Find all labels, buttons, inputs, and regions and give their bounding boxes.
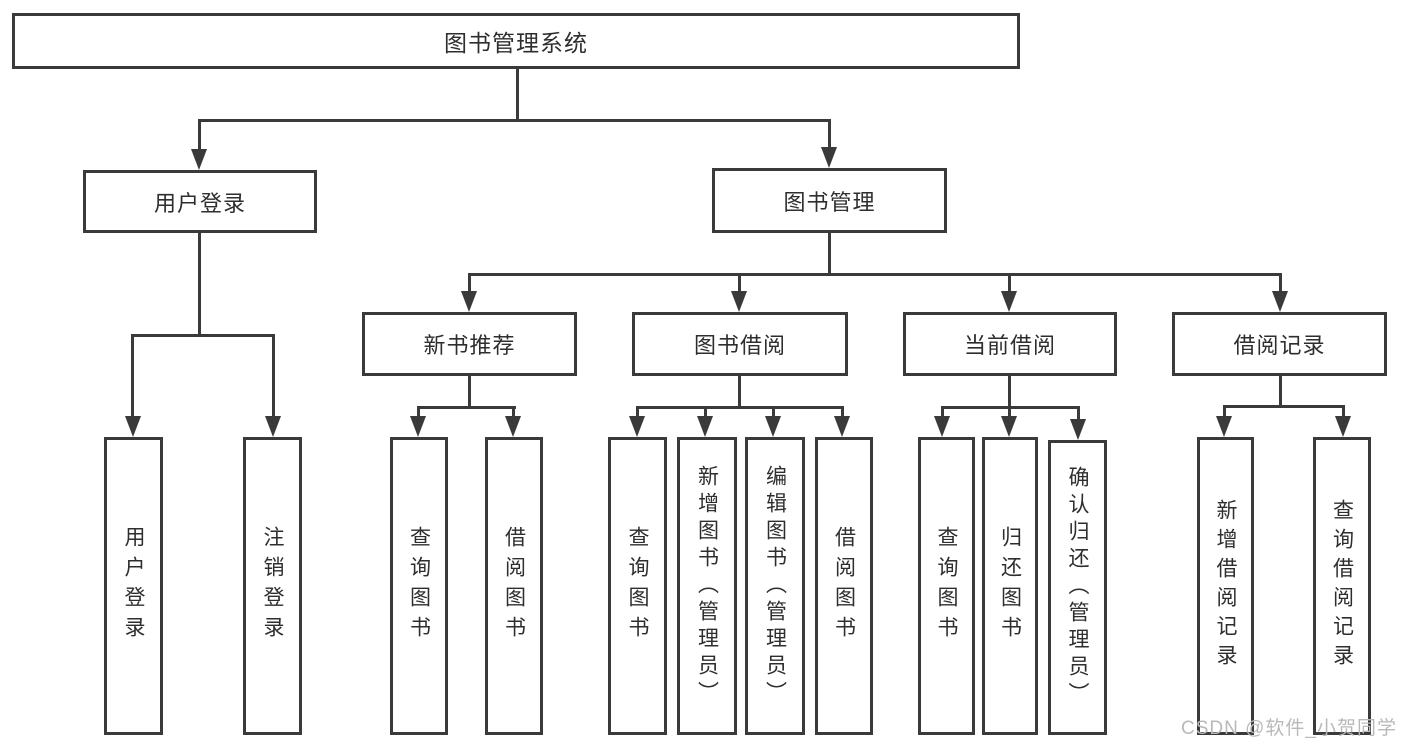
- node-label: 新书推荐: [423, 333, 516, 358]
- node-label: 查询图书: [935, 526, 958, 646]
- arrowhead-icon: [191, 149, 207, 170]
- connector-line: [772, 406, 775, 420]
- connector-line: [636, 406, 844, 409]
- arrowhead-icon: [1216, 416, 1232, 437]
- connector-line: [1223, 405, 1226, 420]
- connector-line: [131, 334, 275, 337]
- node-label: 新增图书（管理员）: [695, 464, 719, 708]
- leaf-borrow-books-1: 借阅图书: [485, 437, 543, 735]
- node-label: 归还图书: [998, 526, 1022, 646]
- node-label: 借阅记录: [1233, 333, 1326, 358]
- arrowhead-icon: [629, 416, 645, 437]
- arrowhead-icon: [731, 291, 747, 312]
- node-new-book-recommend: 新书推荐: [362, 312, 577, 376]
- connector-line: [1008, 406, 1011, 420]
- connector-line: [516, 68, 519, 121]
- connector-line: [1223, 405, 1345, 408]
- connector-line: [841, 406, 844, 420]
- connector-line: [1008, 273, 1011, 297]
- connector-line: [941, 406, 944, 420]
- node-label: 确认归还（管理员）: [1066, 466, 1089, 709]
- connector-line: [1342, 405, 1345, 420]
- connector-line: [272, 334, 275, 421]
- node-label: 查询图书: [407, 526, 431, 646]
- node-label: 新增借阅记录: [1214, 499, 1237, 673]
- leaf-add-borrow-record: 新增借阅记录: [1197, 437, 1254, 735]
- leaf-user-login: 用户登录: [104, 437, 163, 735]
- leaf-borrow-books-2: 借阅图书: [815, 437, 873, 735]
- connector-line: [468, 273, 471, 297]
- node-label: 借阅图书: [502, 526, 526, 646]
- connector-line: [704, 406, 707, 420]
- node-label: 图书管理: [783, 189, 876, 215]
- arrowhead-icon: [410, 416, 426, 437]
- node-book-management: 图书管理: [712, 168, 947, 233]
- node-label: 图书借阅: [693, 333, 786, 358]
- leaf-logout: 注销登录: [243, 437, 302, 735]
- node-label: 注销登录: [261, 526, 284, 646]
- connector-line: [738, 376, 741, 409]
- leaf-confirm-return-admin: 确认归还（管理员）: [1048, 440, 1107, 735]
- leaf-add-books-admin: 新增图书（管理员）: [677, 437, 737, 735]
- node-label: 借阅图书: [832, 526, 856, 646]
- connector-line: [417, 406, 420, 420]
- arrowhead-icon: [1070, 419, 1086, 440]
- connector-line: [468, 376, 471, 409]
- csdn-watermark: CSDN @软件_小贺同学: [1181, 718, 1397, 739]
- leaf-query-books-3: 查询图书: [918, 437, 975, 735]
- arrowhead-icon: [265, 416, 281, 437]
- node-label: 查询借阅记录: [1330, 499, 1354, 673]
- connector-line: [198, 119, 201, 153]
- connector-line: [468, 273, 1282, 276]
- arrowhead-icon: [697, 416, 713, 437]
- connector-line: [738, 273, 741, 297]
- connector-line: [131, 334, 134, 421]
- arrowhead-icon: [1272, 291, 1288, 312]
- arrowhead-icon: [934, 416, 950, 437]
- arrowhead-icon: [125, 416, 141, 437]
- connector-line: [1279, 376, 1282, 408]
- node-label: 当前借阅: [963, 333, 1056, 358]
- leaf-query-books-2: 查询图书: [608, 437, 667, 735]
- arrowhead-icon: [1001, 416, 1017, 437]
- connector-line: [636, 406, 639, 420]
- arrowhead-icon: [461, 291, 477, 312]
- connector-line: [1008, 376, 1011, 409]
- leaf-query-borrow-record: 查询借阅记录: [1313, 437, 1371, 735]
- connector-line: [1077, 406, 1080, 422]
- arrowhead-icon: [765, 416, 781, 437]
- connector-line: [828, 233, 831, 276]
- node-book-borrowing: 图书借阅: [632, 312, 848, 376]
- arrowhead-icon: [1335, 416, 1351, 437]
- connector-line: [512, 406, 515, 420]
- arrowhead-icon: [1001, 291, 1017, 312]
- leaf-return-books: 归还图书: [982, 437, 1038, 735]
- node-current-borrowing: 当前借阅: [903, 312, 1117, 376]
- connector-line: [198, 233, 201, 337]
- node-label: 编辑图书（管理员）: [763, 464, 787, 708]
- arrowhead-icon: [505, 416, 521, 437]
- node-user-login: 用户登录: [83, 170, 317, 233]
- node-label: 图书管理系统: [444, 30, 588, 56]
- connector-line: [417, 406, 516, 409]
- node-label: 用户登录: [122, 526, 145, 646]
- connector-line: [198, 119, 831, 122]
- arrowhead-icon: [821, 147, 837, 168]
- node-label: 用户登录: [153, 190, 246, 216]
- leaf-edit-books-admin: 编辑图书（管理员）: [745, 437, 805, 735]
- connector-line: [828, 119, 831, 151]
- arrowhead-icon: [834, 416, 850, 437]
- connector-line: [1279, 273, 1282, 297]
- leaf-query-books-1: 查询图书: [390, 437, 448, 735]
- node-library-management-system: 图书管理系统: [12, 13, 1020, 69]
- node-label: 查询图书: [626, 526, 649, 646]
- node-borrowing-records: 借阅记录: [1172, 312, 1387, 376]
